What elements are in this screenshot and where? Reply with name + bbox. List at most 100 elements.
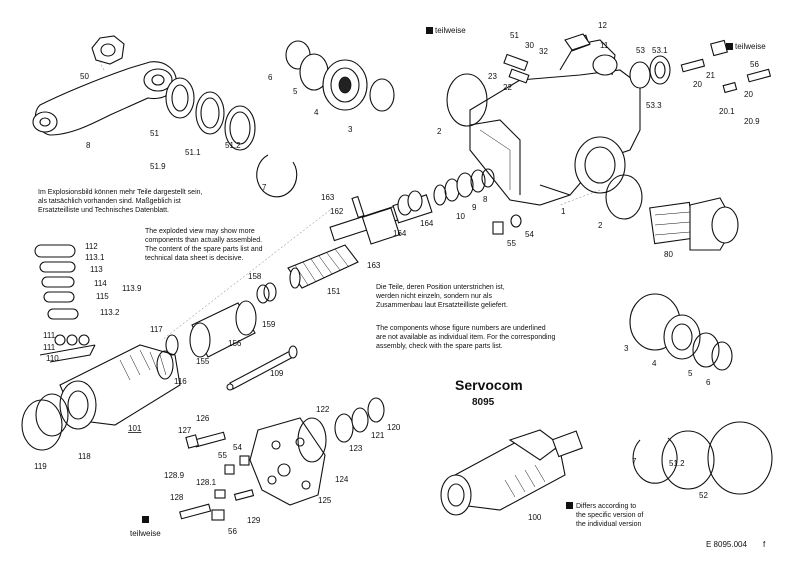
- part-label: 53: [636, 46, 645, 55]
- part-label: 52: [699, 491, 708, 500]
- part-label: 8: [483, 195, 488, 204]
- part-label: 9: [472, 203, 477, 212]
- part-label: 128: [170, 493, 184, 502]
- stack-112-115: [34, 244, 79, 320]
- note-en-1-line1: The exploded view may show more: [145, 228, 255, 235]
- part-label: 100: [528, 513, 542, 522]
- sector-shaft-80: [649, 197, 739, 251]
- part-label: 163: [321, 193, 335, 202]
- note-de-2-line3: Zusammenbau laut Ersatzteilliste geliefe…: [376, 302, 508, 309]
- sleeve-156: [189, 300, 257, 358]
- part-label: 116: [174, 377, 187, 386]
- part-label: 51.2: [225, 141, 241, 150]
- part-label: 11: [600, 41, 609, 50]
- part-label: 8: [86, 141, 91, 150]
- part-label: 128.1: [196, 478, 217, 487]
- cover-plate-12: [564, 33, 591, 51]
- part-label: 118: [78, 452, 91, 461]
- part-label: 55: [507, 239, 516, 248]
- part-label: 21: [706, 71, 715, 80]
- part-label: 53.3: [646, 101, 662, 110]
- leader-lines: [99, 61, 601, 341]
- ring-117: [165, 334, 179, 356]
- legend-differs-line1: Differs according to: [576, 503, 636, 510]
- part-label: 111: [43, 343, 56, 352]
- part-label: 50: [80, 72, 89, 81]
- ring-119: [21, 399, 63, 451]
- part-label: 123: [349, 444, 363, 453]
- part-label: 121: [371, 431, 385, 440]
- piston-101: [59, 344, 181, 430]
- input-shaft-151: [329, 190, 433, 245]
- part-label: 1: [561, 207, 566, 216]
- part-label: 3: [624, 344, 629, 353]
- part-label: 113: [90, 265, 103, 274]
- part-label: 20: [744, 90, 753, 99]
- o-ring-2: [446, 73, 488, 127]
- part-label: 126: [196, 414, 210, 423]
- assembled-unit-100: [440, 429, 583, 516]
- legend-square-teilweise-3: [142, 516, 149, 523]
- part-label: 162: [330, 207, 344, 216]
- part-label: 156: [228, 339, 242, 348]
- part-label: 51: [510, 31, 519, 40]
- part-label: 158: [248, 272, 262, 281]
- part-label: 56: [228, 527, 237, 536]
- part-label: 7: [262, 183, 267, 192]
- label-teilweise-1: teilweise: [435, 26, 466, 35]
- part-label: 113.2: [100, 308, 120, 317]
- document-code: E 8095.004: [706, 540, 747, 549]
- note-en-1-line4: technical data sheet is decisive.: [145, 255, 243, 262]
- part-label: 164: [393, 229, 407, 238]
- part-label: 3: [348, 125, 353, 134]
- part-label: 125: [318, 496, 332, 505]
- ring-118: [35, 393, 69, 437]
- part-label: 51.9: [150, 162, 166, 171]
- note-en-1-line3: The content of the spare parts list and: [145, 246, 263, 253]
- o-ring-2b: [605, 174, 643, 220]
- steering-housing: [469, 39, 641, 206]
- pitman-arm: [32, 61, 177, 136]
- nut-50: [91, 35, 125, 65]
- worm-spring-151: [287, 244, 359, 289]
- part-label: 5: [688, 369, 693, 378]
- rod-109: [226, 345, 298, 391]
- part-label: 113.1: [85, 253, 105, 262]
- part-label: 12: [598, 21, 607, 30]
- label-teilweise-2: teilweise: [735, 42, 766, 51]
- bearing-group: [285, 40, 395, 112]
- legend-square-teilweise-1: [426, 27, 433, 34]
- part-label: 163: [367, 261, 381, 270]
- note-de-1-line3: Ersatzteilliste und Technisches Datenbla…: [38, 207, 169, 214]
- part-label: 54: [525, 230, 534, 239]
- part-label: 151: [327, 287, 341, 296]
- note-de-1-line2: als tatsächlich vorhanden sind. Maßgebli…: [38, 198, 181, 205]
- part-label: 53.1: [652, 46, 668, 55]
- part-label: 115: [96, 292, 109, 301]
- part-number-labels: 50 8 51 51.9 51.1 51.2 7 6 5 4 3 2 112 1…: [34, 21, 760, 536]
- part-label: 111: [43, 331, 56, 340]
- seal-group-10-9-8: [433, 168, 522, 235]
- legend-differs-line3: the individual version: [576, 521, 641, 528]
- legend-square-teilweise-2: [726, 43, 733, 50]
- part-label: 51.2: [669, 459, 685, 468]
- cover-124: [249, 417, 326, 506]
- part-label: 55: [218, 451, 227, 460]
- note-en-1-line2: components than actually assembled.: [145, 237, 262, 244]
- seal-rings-120-123: [297, 397, 385, 463]
- part-label: 110: [46, 354, 59, 363]
- part-label: 6: [706, 378, 711, 387]
- part-label: 122: [316, 405, 330, 414]
- ring-116: [156, 350, 174, 380]
- part-label: 127: [178, 426, 192, 435]
- part-label: 164: [420, 219, 434, 228]
- part-label: 20: [693, 80, 702, 89]
- part-label: 20.1: [719, 107, 735, 116]
- note-de-1-line1: Im Explosionsbild können mehr Teile darg…: [38, 189, 203, 196]
- right-ring-group: [629, 293, 773, 495]
- part-label: 117: [150, 325, 163, 334]
- part-label: 80: [664, 250, 673, 259]
- part-label: 2: [437, 127, 442, 136]
